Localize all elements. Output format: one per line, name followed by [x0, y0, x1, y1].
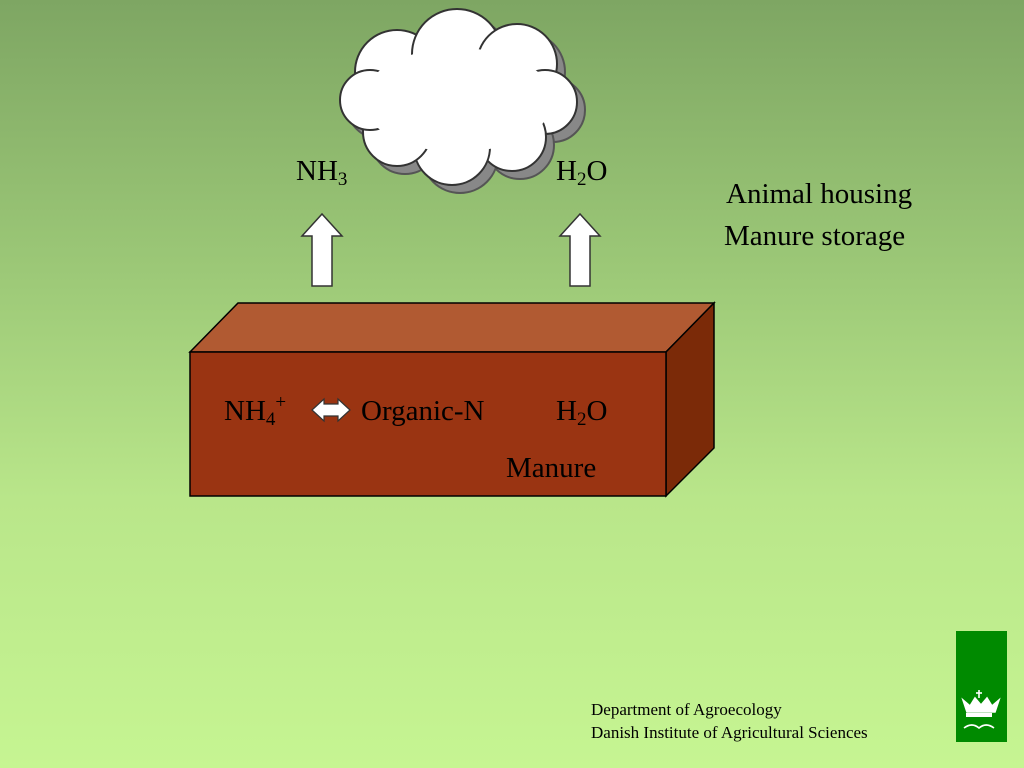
- box-top-face: [188, 302, 716, 353]
- double-arrow-icon: [311, 397, 351, 423]
- nh3-label: NH3: [296, 155, 348, 190]
- h2o-emission-label: H2O: [556, 155, 608, 190]
- cloud-fill: [363, 48, 553, 152]
- up-arrow-icon: [558, 212, 602, 287]
- organic-n-label: Organic-N: [361, 395, 485, 427]
- box-front-face: [189, 351, 667, 497]
- manure-label: Manure: [506, 452, 597, 484]
- up-arrow-icon: [300, 212, 344, 287]
- logo-background: [956, 631, 1007, 742]
- footer-institute: Danish Institute of Agricultural Science…: [591, 723, 868, 742]
- crown-logo-icon: [961, 690, 1001, 730]
- context-manure-storage: Manure storage: [724, 220, 906, 252]
- context-animal-housing: Animal housing: [726, 178, 913, 210]
- h2o-manure-label: H2O: [556, 395, 608, 430]
- footer-department: Department of Agroecology: [591, 700, 782, 719]
- nh4-label: NH4+: [224, 392, 287, 430]
